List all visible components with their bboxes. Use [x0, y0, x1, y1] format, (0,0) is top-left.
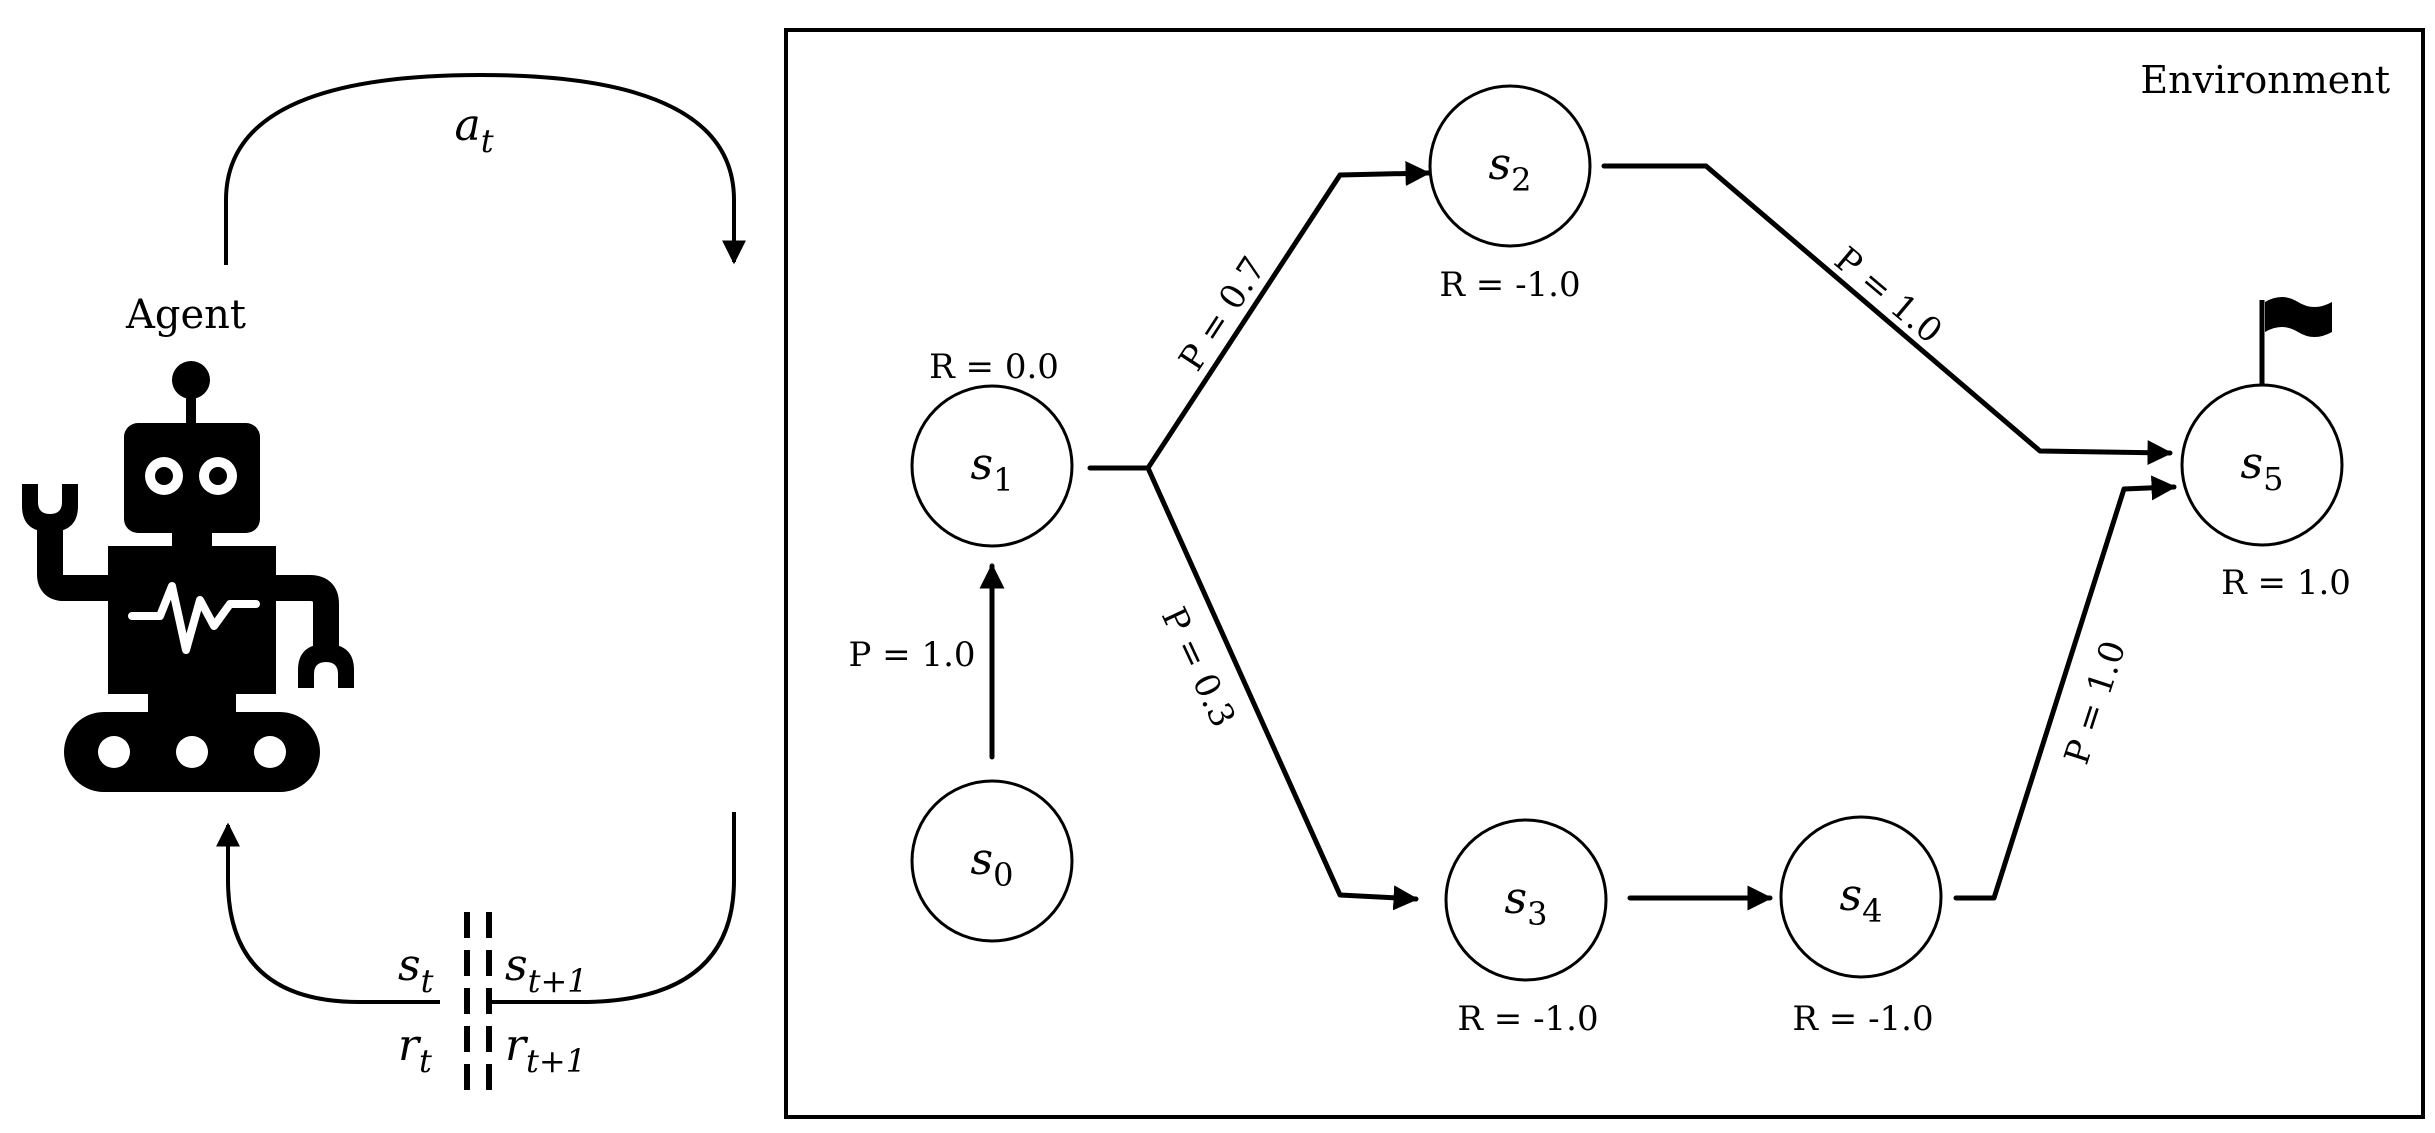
action-label: at [454, 100, 493, 160]
agent-title: Agent [125, 292, 246, 338]
state-node-s5: s5 [2180, 383, 2344, 547]
reward-t1-label: rt+1 [505, 1020, 586, 1080]
state-node-s0: s0 [910, 779, 1074, 943]
state-node-s1: s1 [910, 384, 1074, 548]
svg-text:s0: s0 [971, 834, 1014, 894]
edge-s1-s3 [1145, 465, 1419, 911]
edge-s4-s5 [1953, 475, 2177, 901]
environment-frame [784, 28, 2425, 1119]
edge-label-s1-s3: P = 0.3 [1153, 601, 1243, 733]
reward-t-label: rt [398, 1020, 432, 1080]
edge-label-s2-s5: P = 1.0 [1827, 239, 1950, 351]
svg-text:s5: s5 [2241, 438, 2284, 498]
observation-arrow [216, 822, 440, 1004]
state-node-s4: s4 [1779, 815, 1943, 979]
state-t1-label: st+1 [505, 940, 588, 1000]
edge-label-s1-s2: P = 0.7 [1171, 250, 1274, 378]
agent-panel: Agent [22, 72, 746, 1090]
reward-label-s5: R = 1.0 [2221, 563, 2351, 603]
environment-title: Environment [2140, 58, 2390, 102]
reward-label-s3: R = -1.0 [1457, 999, 1598, 1039]
svg-text:s3: s3 [1505, 873, 1548, 933]
state-t-label: st [398, 940, 434, 1000]
edge-label-s0-s1: P = 1.0 [848, 635, 975, 675]
edge-s2-s5 [1601, 163, 2173, 466]
svg-text:s2: s2 [1489, 139, 1532, 199]
environment-panel: Environment P = 1.0 P = 0.7 P = 0.3 P = … [784, 28, 2425, 1119]
robot-icon [22, 361, 354, 792]
state-node-s3: s3 [1444, 818, 1608, 982]
svg-text:s4: s4 [1840, 870, 1883, 930]
svg-text:s1: s1 [971, 439, 1014, 499]
action-arrow [224, 72, 746, 265]
reward-label-s1: R = 0.0 [929, 347, 1059, 387]
flag-icon [2259, 297, 2332, 384]
observation-line-right [490, 812, 736, 1004]
reward-label-s4: R = -1.0 [1792, 999, 1933, 1039]
state-node-s2: s2 [1428, 84, 1592, 248]
reward-label-s2: R = -1.0 [1439, 265, 1580, 305]
edge-s1-s2 [1087, 161, 1431, 471]
